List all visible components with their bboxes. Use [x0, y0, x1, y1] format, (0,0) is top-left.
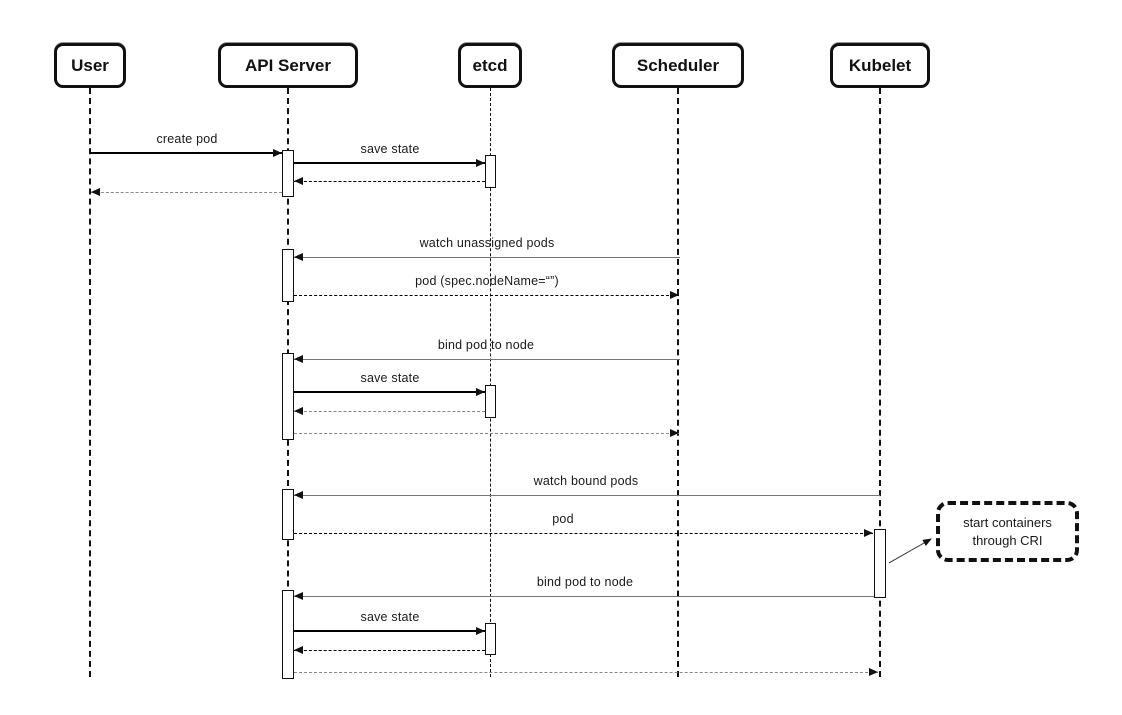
message-line-bind-pod-to-node: [294, 595, 874, 597]
message-line-bind-pod-to-node: [294, 358, 680, 360]
message-line-save-state: [294, 391, 485, 393]
message-label-save-state: save state: [360, 142, 420, 156]
actor-box-api-server: API Server: [218, 43, 358, 88]
message-line-watch-unassigned-pods: [294, 256, 680, 258]
message-label-pod-spec-nodename-: pod (spec.nodeName=“”): [415, 274, 559, 288]
arrowhead-right: [864, 528, 873, 537]
arrowhead-right: [476, 626, 485, 635]
message-label-bind-pod-to-node: bind pod to node: [536, 575, 634, 589]
message-label-save-state: save state: [360, 371, 420, 385]
arrowhead-right: [670, 428, 679, 437]
activation-api-server: [282, 150, 294, 197]
lifeline-scheduler: [677, 88, 679, 677]
activation-etcd: [485, 155, 496, 188]
arrowhead-left: [294, 354, 303, 363]
message-label-pod: pod: [552, 512, 574, 526]
actor-box-kubelet: Kubelet: [830, 43, 930, 88]
message-line-save-state: [294, 630, 485, 632]
arrowhead-left: [294, 406, 303, 415]
activation-kubelet: [874, 529, 886, 598]
message-label-watch-bound-pods: watch bound pods: [533, 474, 639, 488]
arrowhead-left: [294, 252, 303, 261]
message-line-return: [294, 649, 485, 651]
arrowhead-right: [273, 148, 282, 157]
activation-api-server: [282, 249, 294, 302]
arrowhead-right: [476, 387, 485, 396]
message-line-pod: [294, 532, 873, 534]
activation-etcd: [485, 623, 496, 655]
actor-box-scheduler: Scheduler: [612, 43, 744, 88]
message-label-bind-pod-to-node: bind pod to node: [437, 338, 535, 352]
arrowhead-left: [294, 176, 303, 185]
actor-box-user: User: [54, 43, 126, 88]
activation-etcd: [485, 385, 496, 418]
message-line-create-pod: [90, 152, 282, 154]
arrowhead-left: [91, 187, 100, 196]
message-line-return: [91, 191, 282, 193]
message-label-create-pod: create pod: [156, 132, 218, 146]
arrowhead-right: [869, 667, 878, 676]
lifeline-user: [89, 88, 91, 677]
lifeline-etcd: [489, 88, 491, 677]
arrowhead-left: [294, 591, 303, 600]
activation-api-server: [282, 590, 294, 679]
actor-box-etcd: etcd: [458, 43, 522, 88]
lifeline-kubelet: [879, 88, 881, 677]
message-line-return: [294, 180, 485, 182]
message-line-return: [294, 671, 878, 673]
arrowhead-right: [670, 290, 679, 299]
note-connector-line: [888, 538, 932, 564]
message-label-watch-unassigned-pods: watch unassigned pods: [419, 236, 555, 250]
message-line-watch-bound-pods: [294, 494, 880, 496]
message-line-return: [294, 410, 485, 412]
note-line: through CRI: [972, 532, 1043, 548]
arrowhead-left: [294, 645, 303, 654]
activation-api-server: [282, 353, 294, 440]
activation-api-server: [282, 489, 294, 540]
message-label-save-state: save state: [360, 610, 420, 624]
note-start-containers-through-cri: start containers through CRI: [936, 501, 1079, 562]
message-line-return: [294, 432, 679, 434]
note-line: start containers: [963, 514, 1052, 530]
message-line-save-state: [294, 162, 485, 164]
arrowhead-left: [294, 490, 303, 499]
arrowhead-right: [476, 158, 485, 167]
message-line-pod-spec-nodename-: [294, 294, 679, 296]
